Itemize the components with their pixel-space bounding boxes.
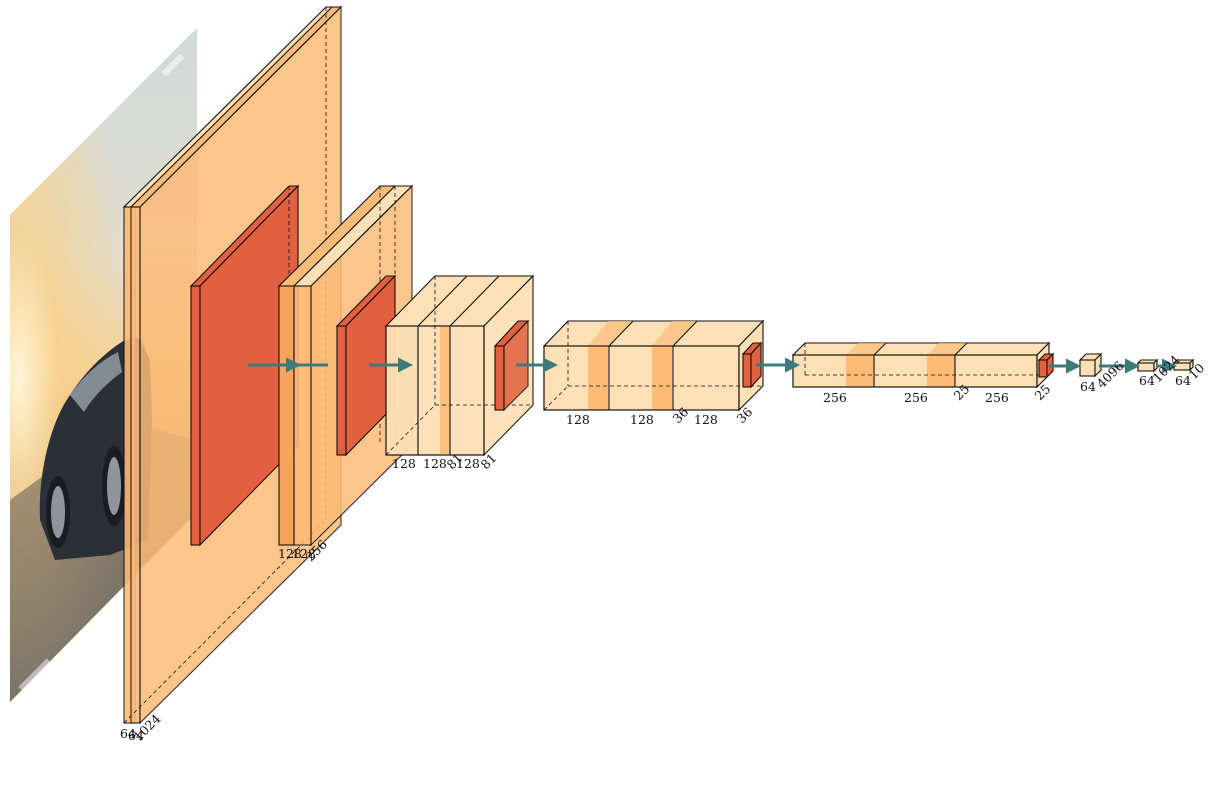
- conv-layer-4: [542, 319, 765, 412]
- label-block3-a: 128: [566, 412, 590, 427]
- label-block3-b: 128: [630, 412, 654, 427]
- label-fc1-a: 64: [1080, 379, 1096, 394]
- label-block1-b: 128: [292, 546, 316, 561]
- fc-layer-3: [1172, 358, 1195, 372]
- label-block2-b: 128: [423, 456, 447, 471]
- label-block4-d: 256: [985, 390, 1009, 405]
- label-block4-b: 256: [904, 390, 928, 405]
- label-input-1: 64: [120, 726, 136, 741]
- connection-arrows: [248, 357, 1177, 374]
- label-block2-a: 128: [392, 456, 416, 471]
- label-fc2-a: 64: [1139, 373, 1155, 388]
- label-block3-d: 128: [694, 412, 718, 427]
- fc-layer-1: [1078, 352, 1103, 378]
- label-input-2: 64: [128, 728, 144, 743]
- label-fc3-a: 64: [1175, 373, 1191, 388]
- label-block4-a: 256: [823, 390, 847, 405]
- fc-layer-2: [1136, 358, 1159, 373]
- label-block2-d: 128: [456, 456, 480, 471]
- conv-layer-5: [791, 341, 1051, 389]
- label-block1-a: 128: [278, 546, 302, 561]
